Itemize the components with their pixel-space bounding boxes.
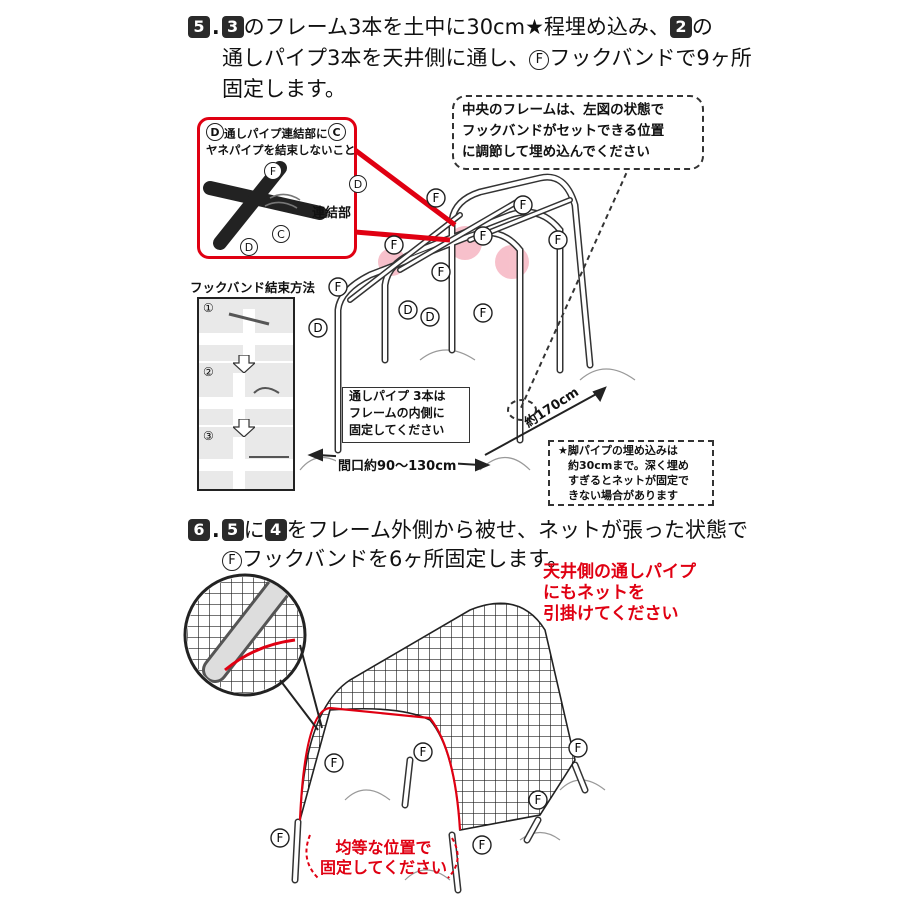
f-label-icon: F bbox=[432, 263, 450, 281]
net-covered-frame-illustration: F F F F F F bbox=[0, 560, 900, 900]
svg-text:F: F bbox=[420, 745, 427, 759]
svg-text:F: F bbox=[433, 191, 440, 205]
soil-mound bbox=[420, 350, 475, 360]
d-label-icon: D bbox=[421, 308, 439, 326]
f-label-icon: F bbox=[529, 791, 547, 809]
ref-badge-5: 5 bbox=[222, 519, 244, 541]
detail-pointer bbox=[355, 150, 455, 225]
svg-text:F: F bbox=[520, 198, 527, 212]
detail-note-line2: ヤネパイプを結束しないこと bbox=[206, 142, 356, 158]
svg-text:D: D bbox=[313, 321, 322, 335]
svg-text:D: D bbox=[403, 303, 412, 317]
d-label-icon: D bbox=[399, 301, 417, 319]
f-label-icon: F bbox=[385, 236, 403, 254]
bury-depth-note: ★脚パイプの埋め込みは 約30cmまで。深く埋め すぎるとネットが固定で きない… bbox=[548, 440, 714, 506]
svg-text:F: F bbox=[480, 306, 487, 320]
svg-text:F: F bbox=[535, 793, 542, 807]
d-label-icon: D bbox=[349, 175, 367, 193]
f-label-icon: F bbox=[325, 754, 343, 772]
hook-method-panel: ① ② ③ bbox=[197, 297, 295, 491]
equal-position-note: 均等な位置で 固定してください bbox=[320, 838, 447, 878]
arrow-down-icon bbox=[233, 355, 255, 373]
svg-text:F: F bbox=[480, 229, 487, 243]
f-label-icon: F bbox=[514, 196, 532, 214]
d-label-icon: D bbox=[309, 319, 327, 337]
f-label-icon: F bbox=[427, 189, 445, 207]
svg-text:F: F bbox=[391, 238, 398, 252]
highlight-joint bbox=[495, 245, 529, 279]
c-circle-icon: C bbox=[328, 123, 346, 141]
f-label-icon: F bbox=[264, 162, 282, 180]
f-label-icon: F bbox=[474, 304, 492, 322]
inner-pipe-note: 通しパイプ 3本は フレームの内側に 固定してください bbox=[342, 387, 470, 443]
arrow-down-icon bbox=[233, 419, 255, 437]
ref-badge-4: 4 bbox=[265, 519, 287, 541]
svg-text:F: F bbox=[335, 280, 342, 294]
svg-text:F: F bbox=[575, 741, 582, 755]
width-dimension-label: 間口約90～130cm bbox=[336, 455, 458, 474]
svg-text:F: F bbox=[277, 831, 284, 845]
joint-label: 連結部 bbox=[312, 202, 351, 221]
d-label-icon: D bbox=[240, 238, 258, 256]
center-frame-note: 中央のフレームは、左図の状態で フックバンドがセットできる位置 に調節して埋め込… bbox=[452, 95, 704, 170]
d-circle-icon: D bbox=[206, 123, 224, 141]
svg-text:F: F bbox=[555, 233, 562, 247]
f-label-icon: F bbox=[414, 743, 432, 761]
c-label-icon: C bbox=[272, 225, 290, 243]
hook-method-title: フックバンド結束方法 bbox=[190, 277, 315, 296]
f-label-icon: F bbox=[271, 829, 289, 847]
hook-step-1: ① bbox=[199, 299, 293, 361]
f-label-icon: F bbox=[474, 227, 492, 245]
soil-mound bbox=[580, 369, 635, 380]
f-label-icon: F bbox=[473, 836, 491, 854]
f-label-icon: F bbox=[569, 739, 587, 757]
svg-text:F: F bbox=[438, 265, 445, 279]
f-label-icon: F bbox=[549, 231, 567, 249]
svg-text:F: F bbox=[331, 756, 338, 770]
svg-text:F: F bbox=[479, 838, 486, 852]
f-label-icon: F bbox=[329, 278, 347, 296]
step6-number-badge: 6 bbox=[188, 519, 210, 541]
svg-text:D: D bbox=[425, 310, 434, 324]
